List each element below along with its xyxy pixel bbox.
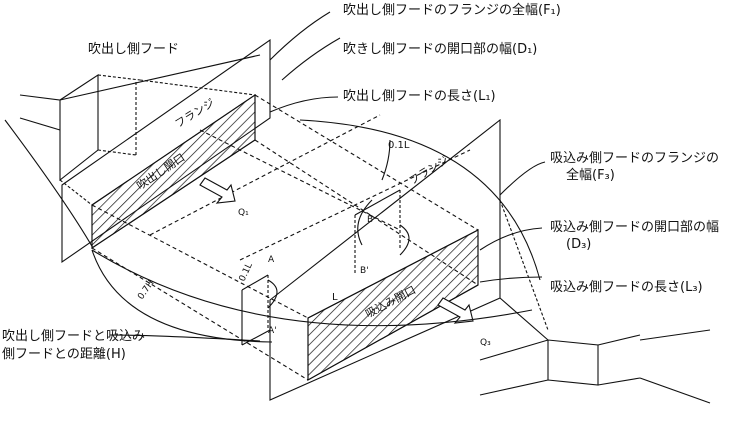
suction-hood-box <box>479 339 599 396</box>
point-B2: B' <box>360 266 369 276</box>
point-A: A <box>268 255 275 265</box>
length-L: L <box>332 292 338 303</box>
suction-length-label: 吸込み側フードの長さ(L₃) <box>550 280 703 295</box>
blow-length-label: 吹出し側フードの長さ(L₁) <box>343 89 496 104</box>
q1-label: Q₁ <box>238 208 249 218</box>
blow-opening-width-label: 吹きし側フードの開口部の幅(D₁) <box>343 42 538 57</box>
flange-right-label: フランジ <box>407 153 451 187</box>
suction-opening-width-label-1: 吸込み側フードの開口部の幅 <box>550 220 720 235</box>
q3-label: Q₃ <box>480 338 491 348</box>
distance-label-2: 側フードとの距離(H) <box>2 347 126 362</box>
point-A2: A' <box>268 326 277 336</box>
dim-01L-side: 0.1L <box>238 262 255 284</box>
blow-flange-width-label: 吹出し側フードのフランジの全幅(F₁) <box>343 3 561 18</box>
dim-01L-top: 0.1L <box>388 140 410 151</box>
suction-flange-width-label-2: 全幅(F₃) <box>566 168 615 183</box>
suction-opening-width-label-2: (D₃) <box>566 237 592 252</box>
suction-flange-width-label-1: 吸込み側フードのフランジの <box>550 151 720 166</box>
blow-hood-box <box>19 73 99 182</box>
distance-label-1: 吹出し側フードと吸込み <box>2 329 146 344</box>
point-B: B <box>367 215 373 225</box>
blow-hood-label: 吹出し側フード <box>88 42 180 57</box>
